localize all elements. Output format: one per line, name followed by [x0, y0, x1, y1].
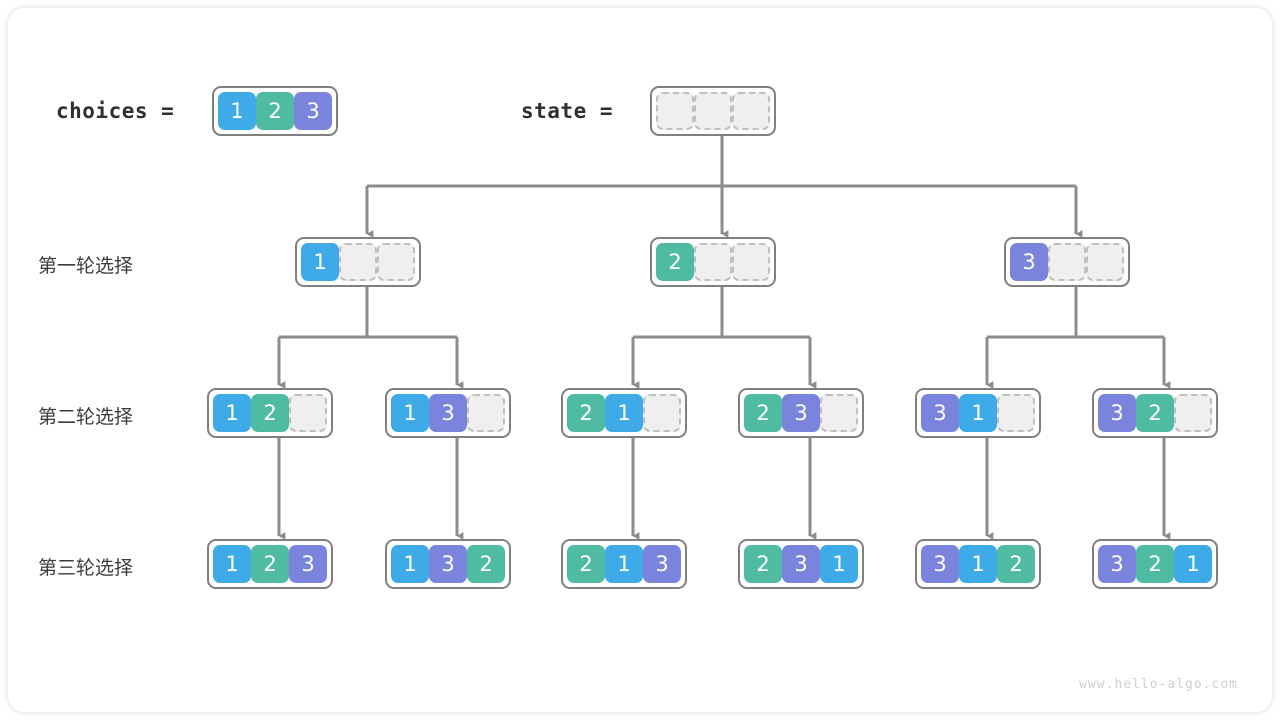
- level3-node-4-cell-2: 2: [997, 545, 1035, 583]
- level2-node-0: 1 2: [207, 388, 333, 438]
- level2-node-3-cell-0: 2: [744, 394, 782, 432]
- level3-node-2-cell-2: 3: [643, 545, 681, 583]
- level2-node-0-cell-1: 2: [251, 394, 289, 432]
- choices-array: 1 2 3: [212, 86, 338, 136]
- level2-node-2-cell-2: [643, 394, 681, 432]
- level1-node-2-cell-1: [1048, 243, 1086, 281]
- level3-node-0-cell-2: 3: [289, 545, 327, 583]
- level2-node-1: 1 3: [385, 388, 511, 438]
- level2-node-0-cell-0: 1: [213, 394, 251, 432]
- level3-node-2: 2 1 3: [561, 539, 687, 589]
- level2-node-3: 2 3: [738, 388, 864, 438]
- level2-node-5: 3 2: [1092, 388, 1218, 438]
- choices-label: choices =: [56, 99, 175, 123]
- state-cell-2: [732, 92, 770, 130]
- level3-node-5-cell-2: 1: [1174, 545, 1212, 583]
- level2-node-4-cell-1: 1: [959, 394, 997, 432]
- level3-node-0-cell-0: 1: [213, 545, 251, 583]
- level2-node-2-cell-0: 2: [567, 394, 605, 432]
- row-label-round-3: 第三轮选择: [38, 557, 134, 579]
- level2-node-5-cell-1: 2: [1136, 394, 1174, 432]
- level2-node-4-cell-2: [997, 394, 1035, 432]
- level3-node-4-cell-1: 1: [959, 545, 997, 583]
- diagram-card: [8, 8, 1272, 712]
- level1-node-1-cell-2: [732, 243, 770, 281]
- row-label-round-1: 第一轮选择: [38, 255, 134, 277]
- level3-node-1-cell-1: 3: [429, 545, 467, 583]
- level1-node-1-cell-0: 2: [656, 243, 694, 281]
- level3-node-3-cell-2: 1: [820, 545, 858, 583]
- level3-node-5-cell-0: 3: [1098, 545, 1136, 583]
- level3-node-1: 1 3 2: [385, 539, 511, 589]
- level2-node-2: 2 1: [561, 388, 687, 438]
- choices-cell-0: 1: [218, 92, 256, 130]
- level3-node-2-cell-1: 1: [605, 545, 643, 583]
- level1-node-2-cell-2: [1086, 243, 1124, 281]
- level3-node-3-cell-0: 2: [744, 545, 782, 583]
- level3-node-5-cell-1: 2: [1136, 545, 1174, 583]
- state-label: state =: [521, 99, 614, 123]
- level3-node-0: 1 2 3: [207, 539, 333, 589]
- level3-node-5: 3 2 1: [1092, 539, 1218, 589]
- level3-node-3: 2 3 1: [738, 539, 864, 589]
- level1-node-2-cell-0: 3: [1010, 243, 1048, 281]
- watermark: www.hello-algo.com: [1079, 677, 1238, 692]
- level3-node-1-cell-0: 1: [391, 545, 429, 583]
- level2-node-5-cell-0: 3: [1098, 394, 1136, 432]
- level2-node-3-cell-1: 3: [782, 394, 820, 432]
- level3-node-0-cell-1: 2: [251, 545, 289, 583]
- level2-node-0-cell-2: [289, 394, 327, 432]
- level1-node-0-cell-0: 1: [301, 243, 339, 281]
- choices-cell-1: 2: [256, 92, 294, 130]
- level1-node-1: 2: [650, 237, 776, 287]
- level2-node-5-cell-2: [1174, 394, 1212, 432]
- state-cell-1: [694, 92, 732, 130]
- level3-node-3-cell-1: 3: [782, 545, 820, 583]
- level2-node-4-cell-0: 3: [921, 394, 959, 432]
- level2-node-2-cell-1: 1: [605, 394, 643, 432]
- level1-node-1-cell-1: [694, 243, 732, 281]
- row-label-round-2: 第二轮选择: [38, 406, 134, 428]
- level3-node-4-cell-0: 3: [921, 545, 959, 583]
- level1-node-0: 1: [295, 237, 421, 287]
- level1-node-0-cell-1: [339, 243, 377, 281]
- choices-cell-2: 3: [294, 92, 332, 130]
- level2-node-1-cell-0: 1: [391, 394, 429, 432]
- state-array: [650, 86, 776, 136]
- level3-node-1-cell-2: 2: [467, 545, 505, 583]
- level2-node-1-cell-1: 3: [429, 394, 467, 432]
- state-cell-0: [656, 92, 694, 130]
- level1-node-0-cell-2: [377, 243, 415, 281]
- level3-node-2-cell-0: 2: [567, 545, 605, 583]
- level2-node-4: 3 1: [915, 388, 1041, 438]
- level1-node-2: 3: [1004, 237, 1130, 287]
- level2-node-1-cell-2: [467, 394, 505, 432]
- level3-node-4: 3 1 2: [915, 539, 1041, 589]
- level2-node-3-cell-2: [820, 394, 858, 432]
